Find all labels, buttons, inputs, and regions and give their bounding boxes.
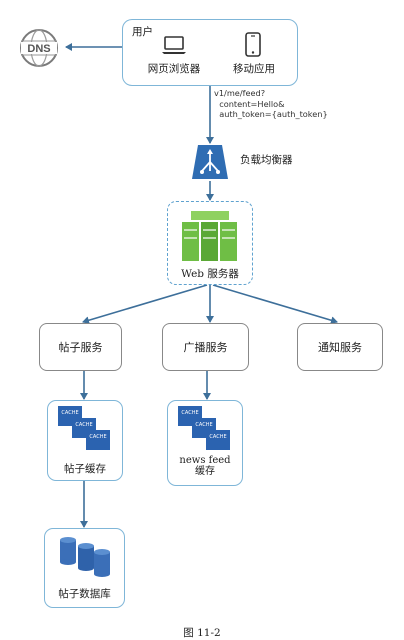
web-server-label: Web 服务器	[181, 268, 239, 280]
fanout-service-box: 广播服务	[162, 323, 249, 371]
mobile-app-label: 移动应用	[233, 63, 275, 75]
arrow-web-to-post-service	[82, 284, 208, 325]
load-balancer-label: 负载均衡器	[240, 154, 293, 166]
svg-text:CACHE: CACHE	[181, 410, 198, 416]
dns-label: DNS	[27, 43, 50, 55]
news-feed-cache-label: news feed 缓存	[167, 455, 243, 477]
post-service-label: 帖子服务	[58, 341, 103, 354]
laptop-icon	[162, 36, 186, 54]
server-rack-icon	[182, 211, 237, 261]
dns-globe-icon: DNS	[20, 29, 58, 67]
load-balancer-icon	[192, 145, 228, 179]
database-icon	[60, 537, 110, 577]
fanout-service-label: 广播服务	[183, 341, 228, 354]
post-cache-label: 帖子缓存	[64, 463, 106, 475]
notification-service-box: 通知服务	[297, 323, 383, 371]
news-feed-cache-label-line1: news feed	[179, 455, 231, 466]
svg-text:CACHE: CACHE	[89, 434, 106, 440]
notification-service-label: 通知服务	[318, 341, 362, 354]
svg-text:CACHE: CACHE	[195, 422, 212, 428]
users-title: 用户	[132, 26, 153, 38]
figure-caption: 图 11-2	[183, 627, 221, 639]
mobile-phone-icon	[245, 32, 261, 57]
svg-text:CACHE: CACHE	[209, 434, 226, 440]
arrow-web-to-notification-service	[212, 284, 338, 325]
news-feed-cache-icon: CACHE CACHE CACHE	[178, 406, 230, 450]
news-feed-cache-label-line2: 缓存	[195, 466, 215, 477]
svg-text:CACHE: CACHE	[75, 422, 92, 428]
post-database-label: 帖子数据库	[58, 588, 111, 600]
svg-text:CACHE: CACHE	[61, 410, 78, 416]
post-service-box: 帖子服务	[39, 323, 122, 371]
browser-label: 网页浏览器	[147, 63, 201, 75]
users-box	[122, 19, 298, 86]
post-cache-icon: CACHE CACHE CACHE	[58, 406, 110, 450]
request-annotation: v1/me/feed? content=Hello& auth_token={a…	[214, 88, 328, 119]
